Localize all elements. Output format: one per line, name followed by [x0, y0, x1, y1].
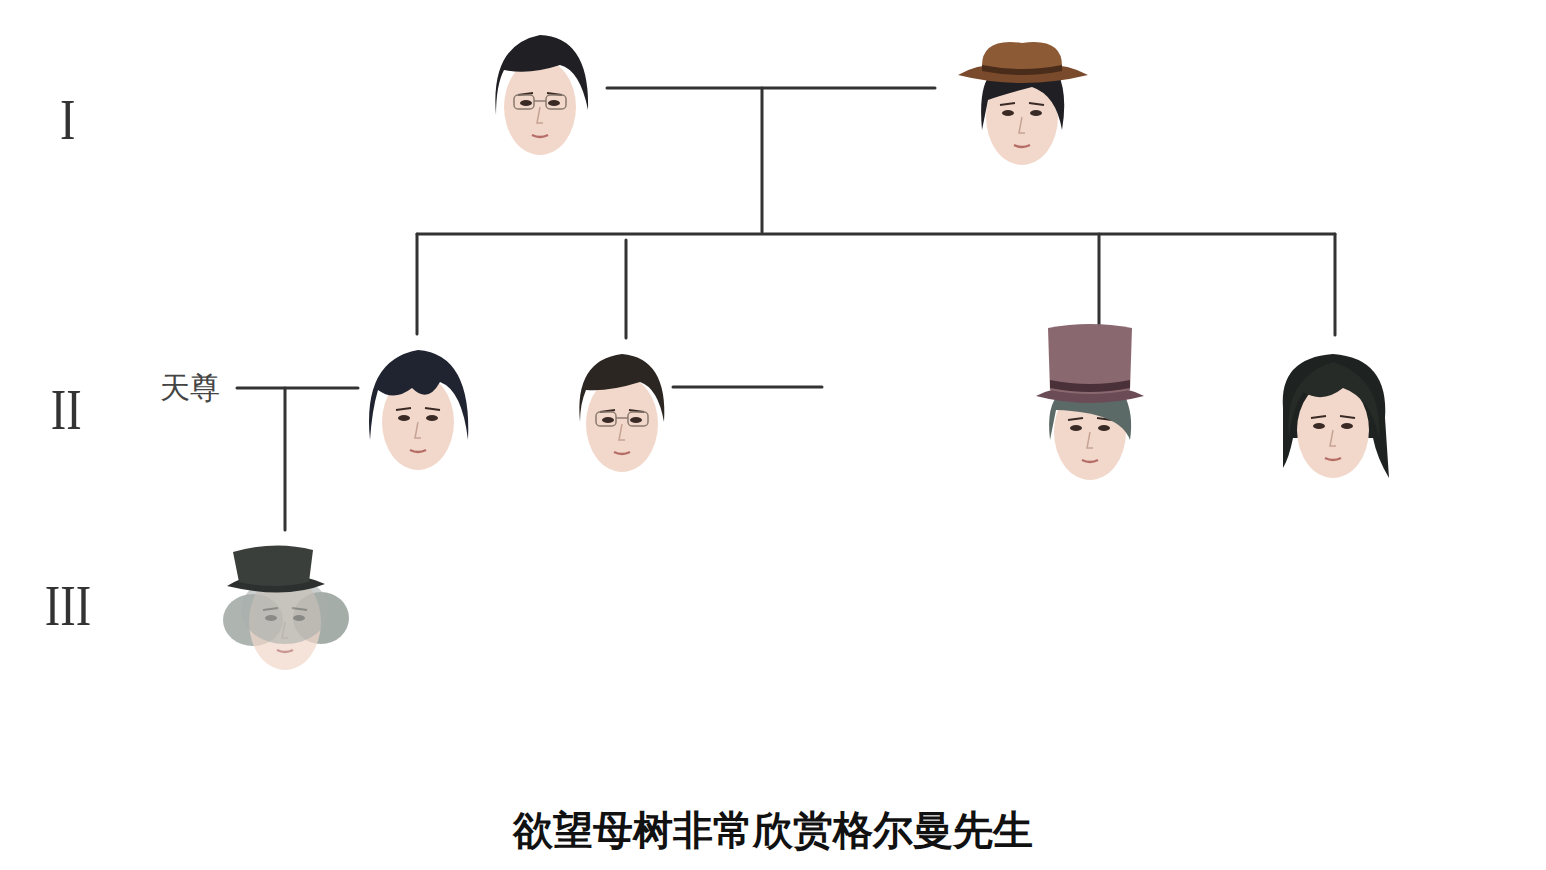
- spouse-name: 天尊: [160, 373, 220, 403]
- head-smoke-top-hat: [223, 545, 349, 670]
- generation-number: III: [45, 577, 91, 635]
- head-long-hair: [1283, 354, 1389, 478]
- tree-lines: [237, 88, 1335, 530]
- head-glasses: [495, 35, 588, 155]
- generation-number: II: [50, 381, 81, 439]
- head-top-hat: [1036, 324, 1144, 480]
- head-fedora: [958, 42, 1088, 165]
- head-dark-hair: [369, 350, 468, 470]
- head-glasses-brown: [579, 354, 664, 472]
- generation-number: I: [59, 91, 74, 149]
- subtitle-caption: 欲望母树非常欣赏格尔曼先生: [513, 810, 1033, 850]
